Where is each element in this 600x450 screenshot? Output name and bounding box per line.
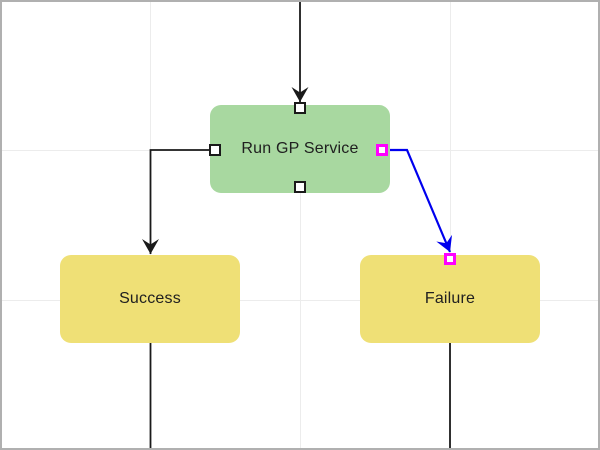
run-gp-service-right-port-selected[interactable] — [376, 144, 388, 156]
node-failure-label: Failure — [424, 290, 476, 307]
gridline-vertical-300 — [300, 0, 301, 450]
node-failure[interactable]: Failure — [360, 255, 540, 343]
gridline-vertical-450 — [450, 0, 451, 450]
run-gp-service-top-port[interactable] — [294, 102, 306, 114]
failure-top-port-selected[interactable] — [444, 253, 456, 265]
edge-run-gp-service-to-failure[interactable] — [388, 148, 453, 253]
gridline-horizontal-300 — [0, 300, 600, 301]
node-success-label: Success — [119, 290, 181, 307]
run-gp-service-left-port[interactable] — [209, 144, 221, 156]
node-success[interactable]: Success — [60, 255, 240, 343]
edge-run-gp-service-to-success[interactable] — [142, 149, 210, 254]
node-run-gp-service[interactable]: Run GP Service — [210, 105, 390, 193]
node-run-gp-service-label: Run GP Service — [241, 140, 359, 157]
run-gp-service-bottom-port[interactable] — [294, 181, 306, 193]
